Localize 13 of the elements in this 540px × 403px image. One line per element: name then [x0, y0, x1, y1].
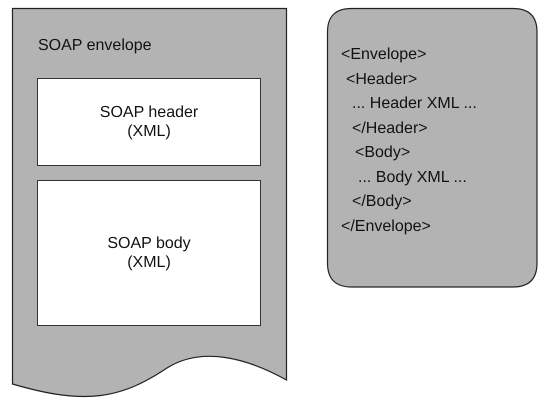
code-line: </Header> [352, 118, 428, 138]
section-label: SOAP body (XML) [106, 234, 192, 272]
code-line: ... Header XML ... [352, 94, 477, 114]
envelope-label: SOAP envelope [38, 36, 152, 56]
code-line: </Body> [352, 192, 412, 212]
code-line: <Envelope> [341, 45, 426, 64]
code-line: <Header> [346, 70, 418, 89]
section-label: SOAP header (XML) [98, 102, 200, 142]
section-box [37, 78, 261, 166]
section-box [37, 180, 261, 326]
code-line: <Body> [355, 143, 410, 162]
code-line: </Envelope> [341, 216, 431, 236]
code-line: ... Body XML ... [358, 168, 467, 187]
